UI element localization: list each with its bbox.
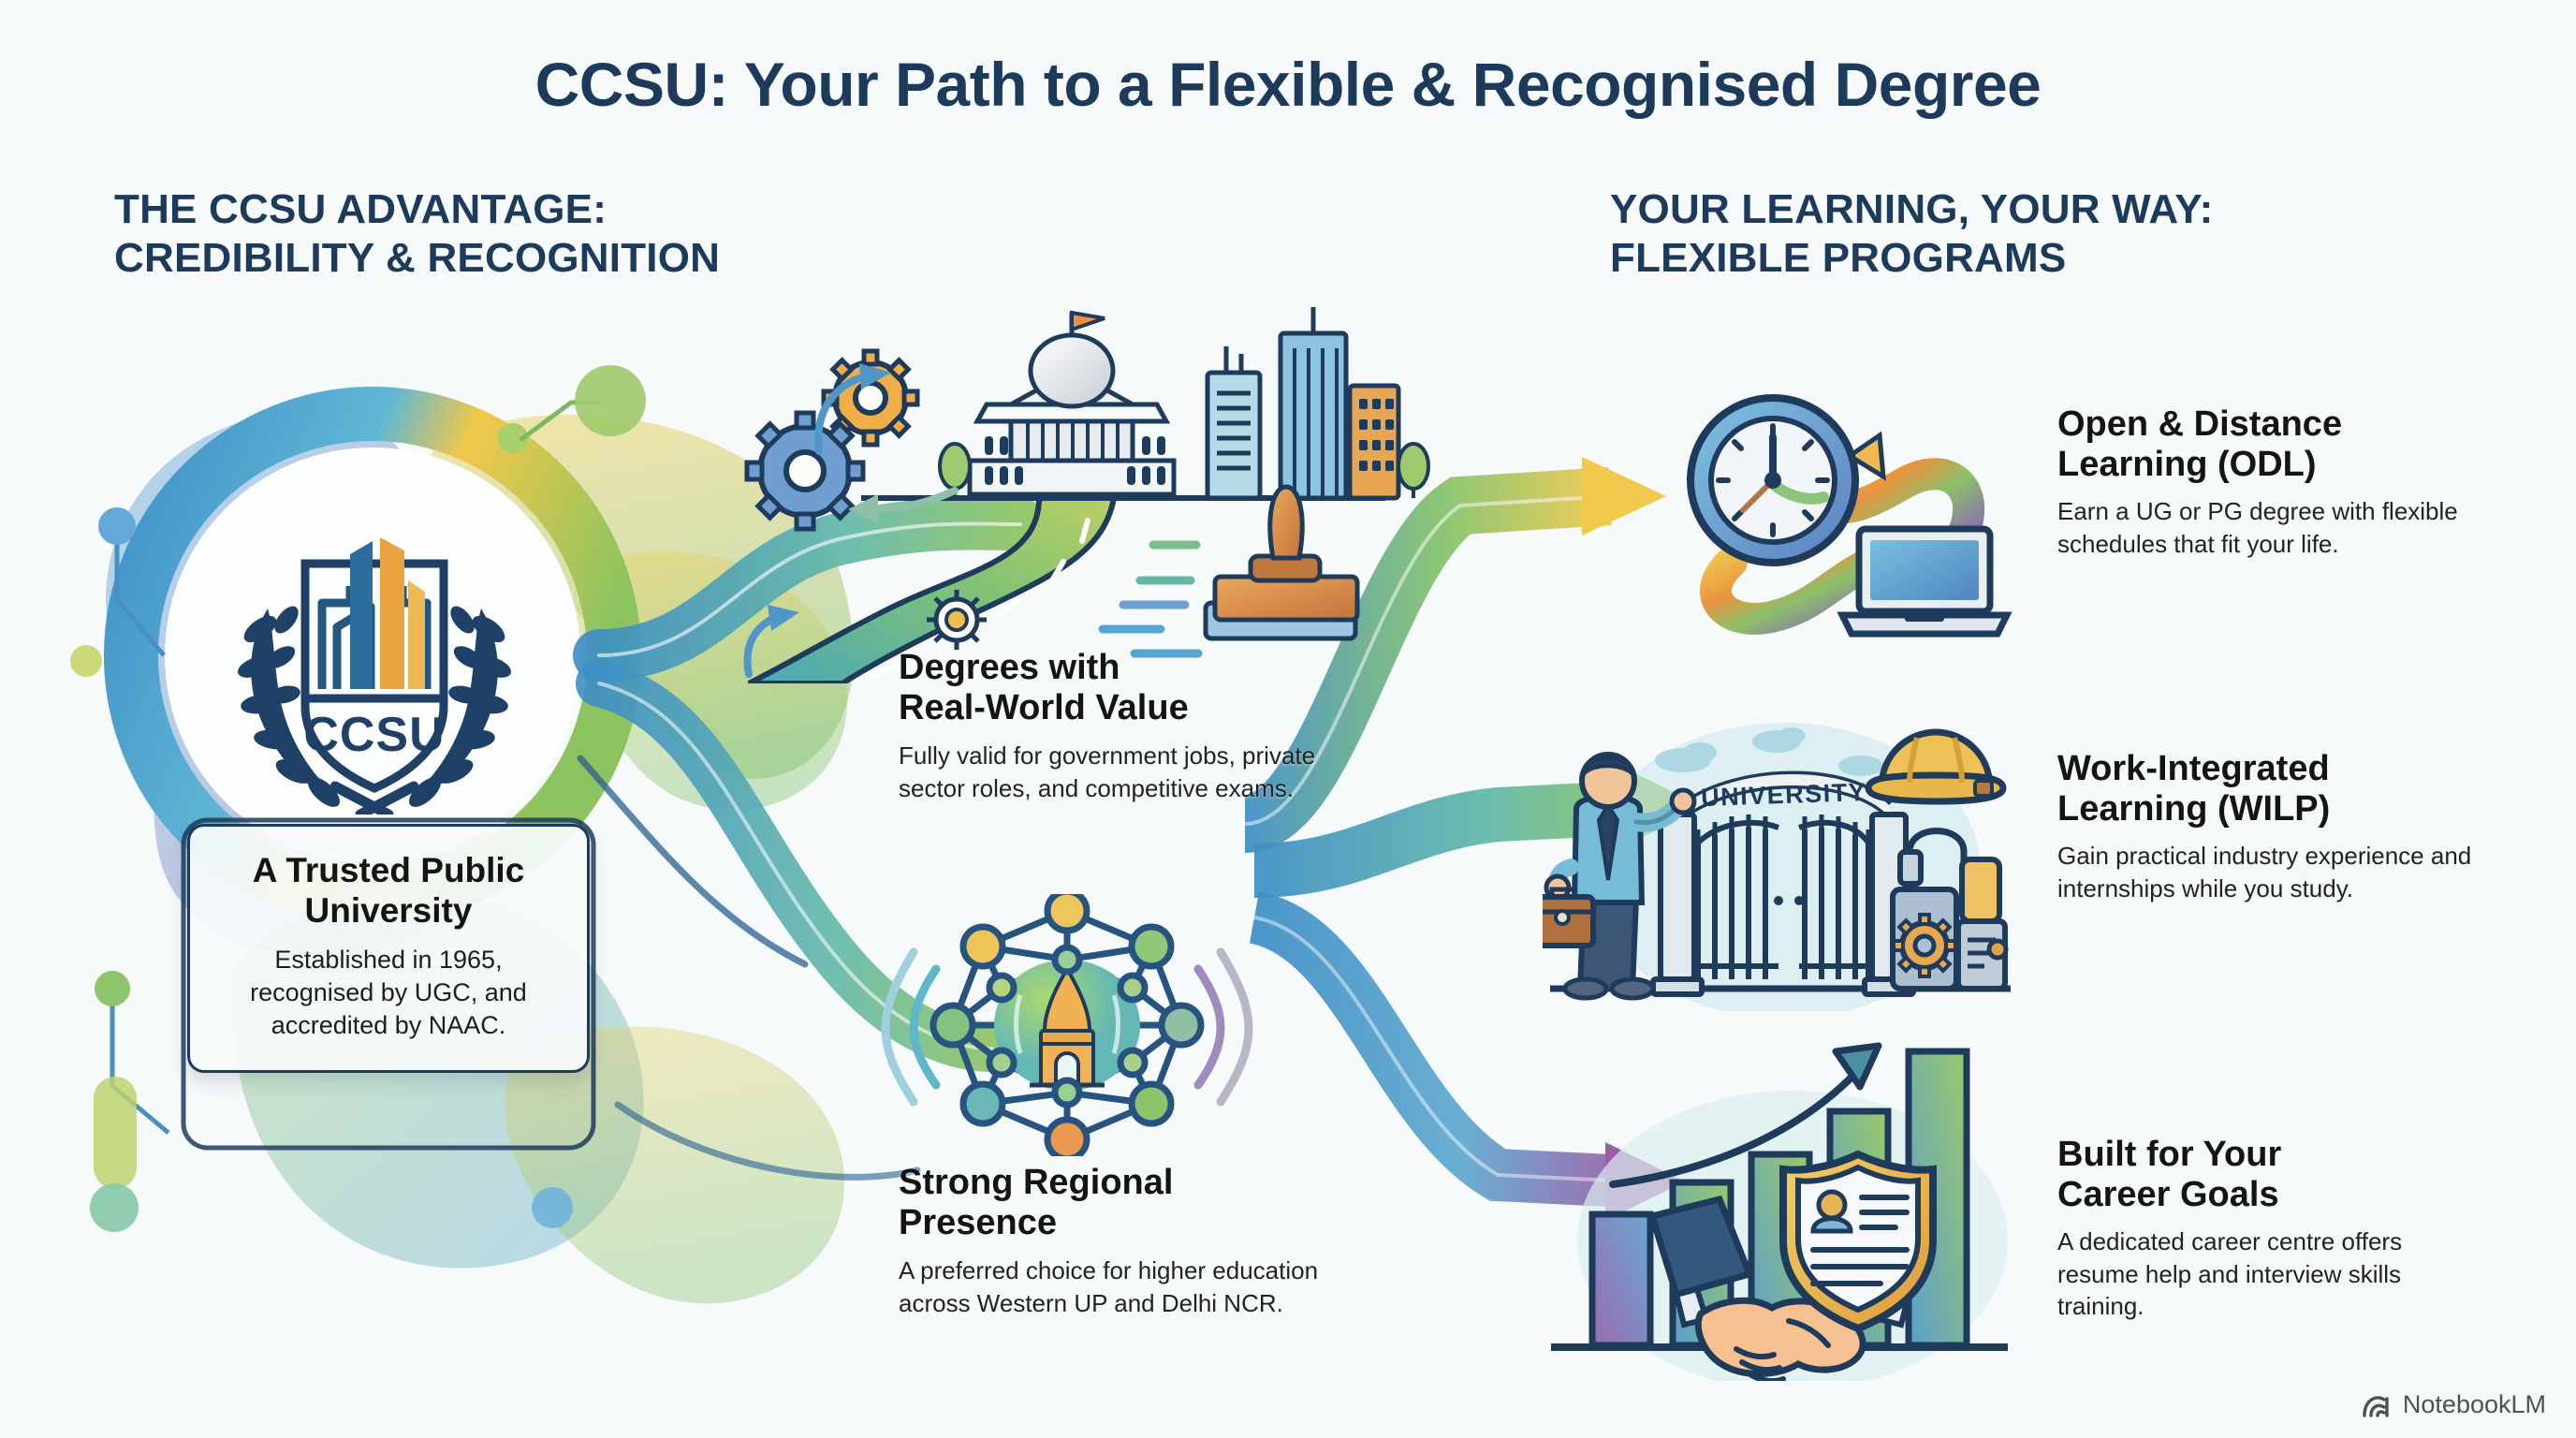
program-career-title: Built for Your Career Goals bbox=[2057, 1135, 2488, 1214]
program-career-title-line-1: Built for Your bbox=[2057, 1135, 2282, 1174]
left-heading-line-1: THE CCSU ADVANTAGE: bbox=[114, 186, 607, 232]
trusted-card-title-line-2: University bbox=[304, 890, 473, 930]
trusted-public-university-card: A Trusted Public University Established … bbox=[187, 824, 590, 1074]
odl-clock-laptop-illustration bbox=[1687, 394, 2012, 638]
feature-degrees-title: Degrees with Real-World Value bbox=[899, 648, 1339, 727]
trusted-card-body: Established in 1965, recognised by UGC, … bbox=[250, 946, 527, 1040]
career-growth-illustration bbox=[1551, 1042, 2008, 1381]
right-column-heading: YOUR LEARNING, YOUR WAY: FLEXIBLE PROGRA… bbox=[1610, 185, 2546, 283]
notebooklm-watermark-label: NotebookLM bbox=[2402, 1390, 2546, 1418]
gate-sign-text: UNIVERSITY bbox=[1701, 778, 1867, 812]
feature-degrees-body: Fully valid for government jobs, private… bbox=[899, 741, 1316, 802]
page-title: CCSU: Your Path to a Flexible & Recognis… bbox=[534, 50, 2042, 119]
left-column-heading: THE CCSU ADVANTAGE: CREDIBILITY & RECOGN… bbox=[114, 185, 1144, 283]
program-wilp-title-line-2: Learning (WILP) bbox=[2057, 788, 2331, 829]
notebooklm-logo-icon bbox=[2363, 1395, 2389, 1417]
feature-regional-title: Strong Regional Presence bbox=[899, 1163, 1339, 1242]
feature-regional-title-line-2: Presence bbox=[899, 1202, 1058, 1242]
svg-text:CCSU: CCSU bbox=[303, 708, 445, 762]
program-odl-title-line-1: Open & Distance bbox=[2057, 404, 2343, 444]
program-wilp-title: Work-Integrated Learning (WILP) bbox=[2057, 749, 2488, 829]
trusted-card-title-line-1: A Trusted Public bbox=[252, 851, 525, 889]
program-career-body: A dedicated career centre offers resume … bbox=[2057, 1227, 2403, 1321]
program-wilp-body: Gain practical industry experience and i… bbox=[2057, 842, 2472, 902]
notebooklm-watermark: NotebookLM bbox=[2362, 1390, 2546, 1419]
right-heading-line-1: YOUR LEARNING, YOUR WAY: bbox=[1610, 186, 2214, 232]
regional-network-illustration bbox=[881, 894, 1253, 1156]
ccsu-crest-icon: CCSU bbox=[237, 537, 512, 814]
program-built-for-career-goals: Built for Your Career Goals A dedicated … bbox=[2057, 1135, 2488, 1323]
left-heading-line-2: CREDIBILITY & RECOGNITION bbox=[114, 234, 721, 281]
right-heading-line-2: FLEXIBLE PROGRAMS bbox=[1610, 234, 2067, 281]
feature-degrees-title-line-1: Degrees with bbox=[899, 648, 1120, 687]
program-open-distance-learning: Open & Distance Learning (ODL) Earn a UG… bbox=[2057, 404, 2488, 560]
feature-strong-regional-presence: Strong Regional Presence A preferred cho… bbox=[899, 1163, 1339, 1319]
feature-degrees-title-line-2: Real-World Value bbox=[899, 687, 1189, 727]
program-wilp-title-line-1: Work-Integrated bbox=[2057, 749, 2330, 788]
program-odl-title-line-2: Learning (ODL) bbox=[2057, 444, 2317, 484]
feature-regional-body: A preferred choice for higher education … bbox=[899, 1256, 1319, 1317]
government-recognition-illustration bbox=[743, 307, 1430, 683]
program-odl-title: Open & Distance Learning (ODL) bbox=[2057, 404, 2488, 484]
program-odl-body: Earn a UG or PG degree with flexible sch… bbox=[2057, 497, 2458, 558]
feature-degrees-real-world-value: Degrees with Real-World Value Fully vali… bbox=[899, 648, 1339, 804]
wilp-university-gate-illustration: UNIVERSITY bbox=[1543, 723, 2011, 1011]
program-work-integrated-learning: Work-Integrated Learning (WILP) Gain pra… bbox=[2057, 749, 2488, 904]
trusted-card-title: A Trusted Public University bbox=[214, 851, 563, 931]
program-career-title-line-2: Career Goals bbox=[2057, 1174, 2279, 1214]
feature-regional-title-line-1: Strong Regional bbox=[899, 1163, 1174, 1202]
